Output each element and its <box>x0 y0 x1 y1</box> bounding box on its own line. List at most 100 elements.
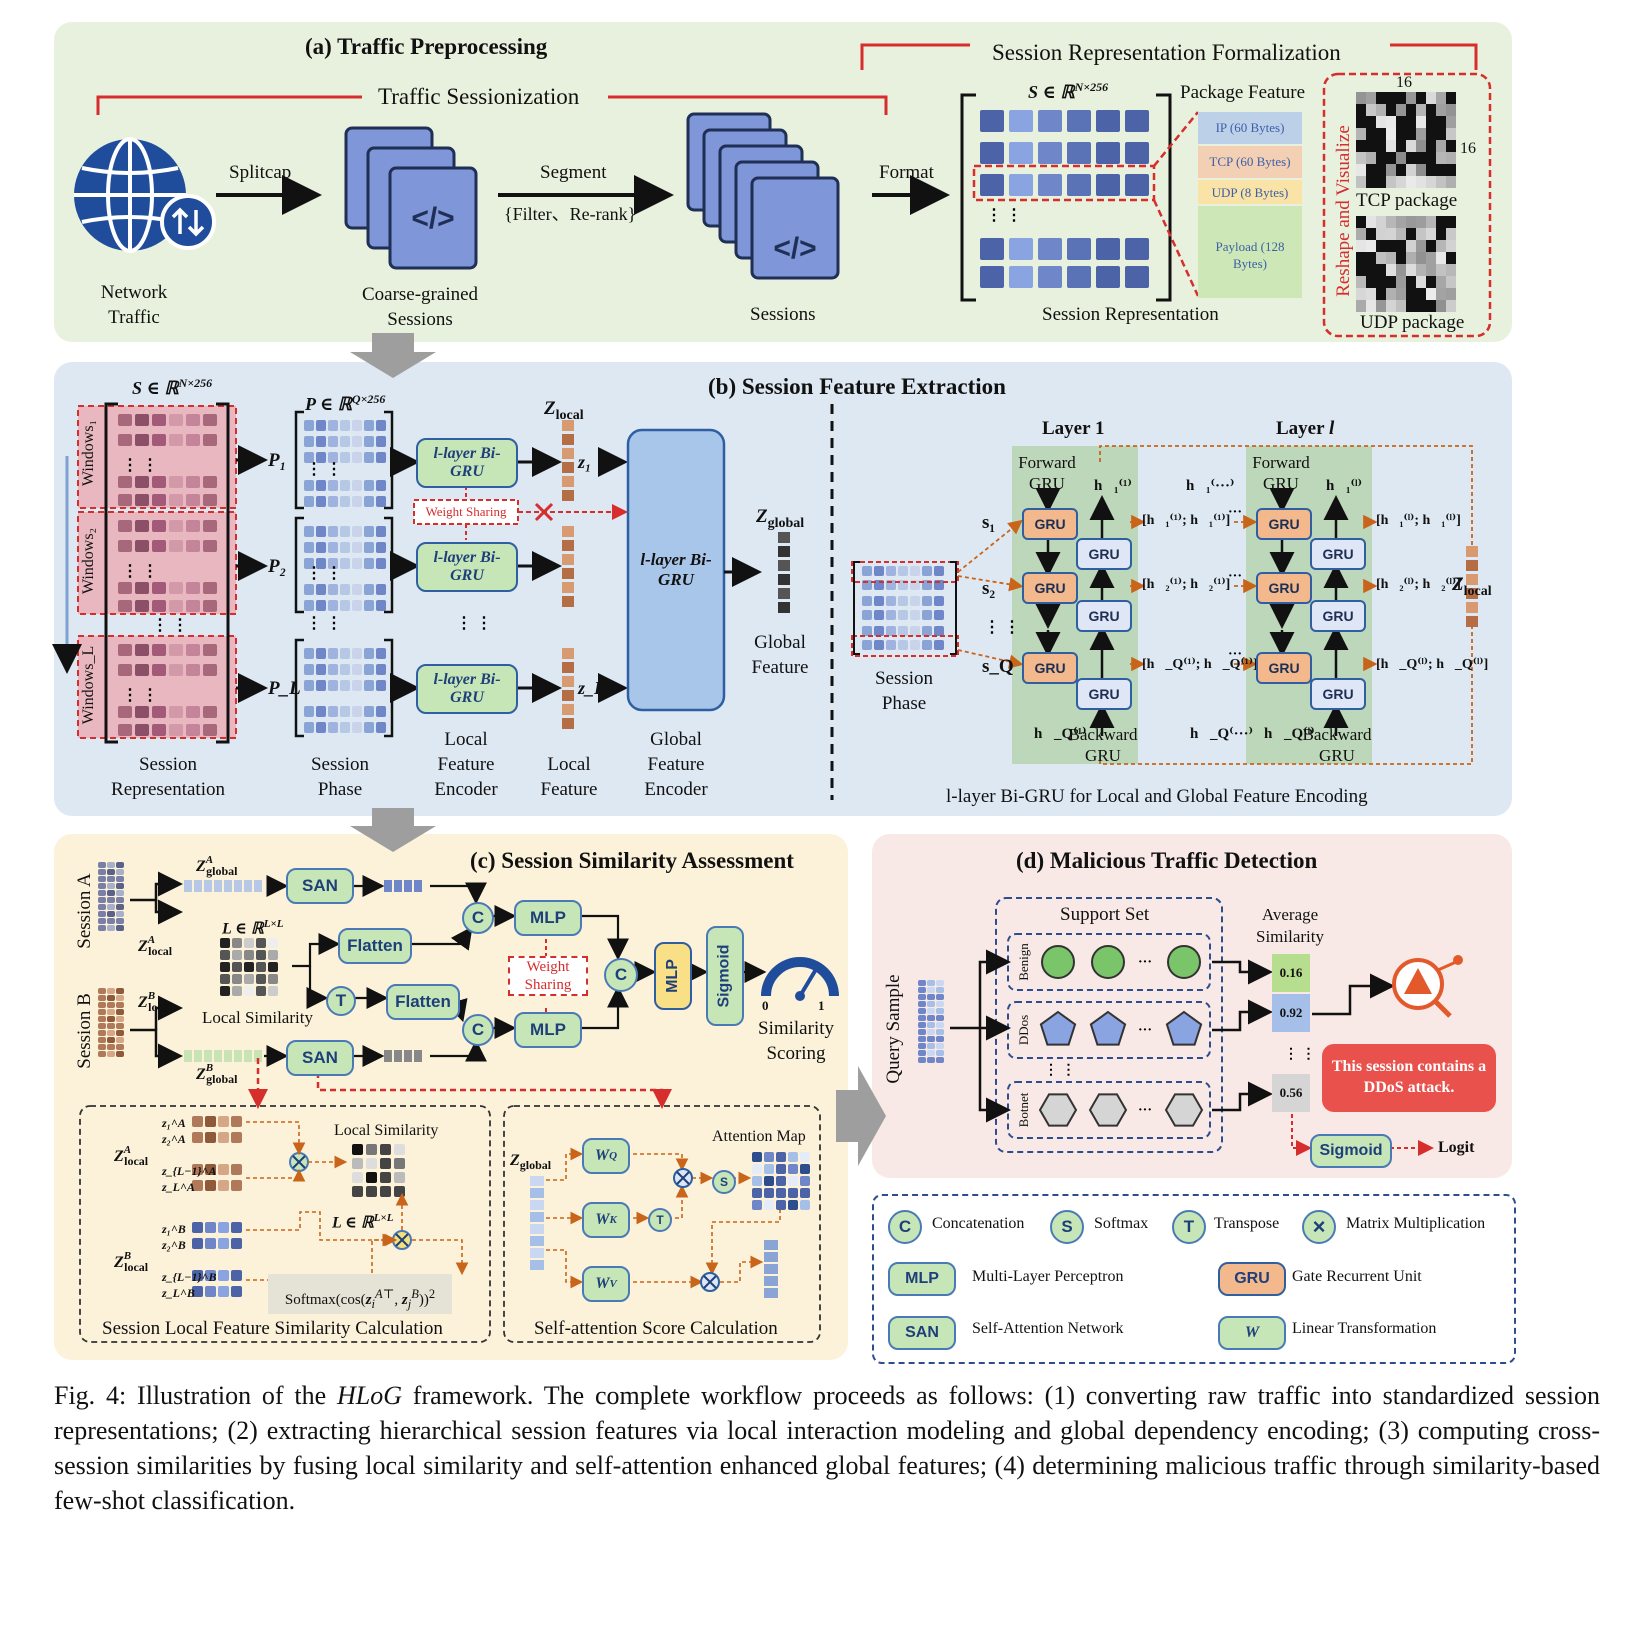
flow-line <box>154 995 183 1030</box>
attention-cell <box>788 1164 798 1174</box>
ddos-sample <box>1165 1010 1203 1046</box>
logit-label: Logit <box>1438 1139 1475 1156</box>
input-arrow <box>957 575 1024 592</box>
splitcap-label: Splitcap <box>229 162 292 183</box>
attention-cell <box>764 1164 774 1174</box>
ellipsis-dots: ⋮ ⋮ <box>122 563 158 580</box>
legend-matmul-label: Matrix Multiplication <box>1346 1215 1486 1232</box>
phase-cell <box>340 420 350 431</box>
panel-d-title: (d) Malicious Traffic Detection <box>1016 848 1318 873</box>
tcp-image-pixel <box>1446 116 1456 128</box>
window-cell <box>169 664 183 676</box>
attention-cell <box>776 1152 786 1162</box>
udp-image-pixel <box>1386 216 1396 228</box>
window-cell <box>152 724 166 736</box>
session-a-cell <box>98 918 106 924</box>
window-cell <box>135 520 149 532</box>
l-matrix-label: L ∈ ℝL×L <box>222 918 284 938</box>
local-feature-bottom: Local Feature <box>540 754 598 800</box>
tcp-image-pixel <box>1356 128 1366 140</box>
flatten-a-box: Flatten <box>338 928 412 964</box>
format-label: Format <box>879 162 934 183</box>
session-a-cell <box>116 876 124 882</box>
traffic-sessionization-label: Traffic Sessionization <box>378 84 580 109</box>
benign-label: Benign <box>1016 943 1031 981</box>
weight-sharing-label: Weight Sharing <box>425 504 507 519</box>
tcp-image-pixel <box>1356 92 1366 104</box>
session-b-cell <box>107 995 115 1001</box>
session-a-cell <box>98 897 106 903</box>
window-cell <box>152 644 166 656</box>
udp-bytes-label: UDP (8 Bytes) <box>1211 185 1289 200</box>
window-cell <box>152 600 166 612</box>
sub-z-global: Zglobal <box>510 1152 552 1173</box>
sub-sim-cell <box>394 1158 405 1169</box>
local-feature-cell <box>562 582 574 593</box>
tcp-image-pixel <box>1426 176 1436 188</box>
za-row-2: z₂^A <box>162 1132 186 1146</box>
query-cell <box>927 1029 935 1035</box>
session-b-cell <box>98 1009 106 1015</box>
za-cell <box>231 1116 242 1127</box>
gauge-needle <box>798 964 820 998</box>
phase-cell <box>340 600 350 611</box>
udp-image-pixel <box>1446 300 1456 312</box>
phase-cell <box>316 420 326 431</box>
session-b-cell <box>116 995 124 1001</box>
local-sim-cell <box>244 974 254 984</box>
zb-cell <box>231 1270 242 1281</box>
phase-cell-right <box>862 566 872 576</box>
pl-label: P_L <box>268 678 301 699</box>
tcp-image-pixel <box>1416 116 1426 128</box>
phase-cell <box>352 436 362 447</box>
window-cell <box>169 644 183 656</box>
window-cell <box>186 600 200 612</box>
zb-cell <box>231 1222 242 1233</box>
window-cell <box>152 706 166 718</box>
phase-cell <box>352 542 362 553</box>
sigmoid-box: Sigmoid <box>706 926 744 1026</box>
phase-cell-right <box>874 566 884 576</box>
phase-cell <box>376 526 386 537</box>
payload-bytes-label: Payload (128 Bytes) <box>1215 239 1285 271</box>
phase-cell <box>376 436 386 447</box>
query-cell <box>927 1036 935 1042</box>
window-cell <box>186 434 200 446</box>
phase-cell-right <box>874 596 884 606</box>
gauge-min-label: 0 <box>762 998 769 1013</box>
query-cell <box>918 1043 926 1049</box>
window-cell <box>135 434 149 446</box>
legend-concat-symbol: C <box>888 1210 922 1244</box>
sigmoid-d-box: Sigmoid <box>1310 1134 1392 1168</box>
ddos-label: DDos <box>1016 1014 1031 1046</box>
tcp-image-pixel <box>1376 104 1386 116</box>
window-cell <box>169 582 183 594</box>
sub-right-border <box>503 1105 821 1343</box>
matrix-cell <box>1009 266 1033 288</box>
udp-image-pixel <box>1366 240 1376 252</box>
window-cell <box>135 414 149 426</box>
forward-gru-cell: GRU <box>1256 572 1312 604</box>
gauge-hub <box>795 991 805 1001</box>
udp-image-pixel <box>1396 228 1406 240</box>
window-cell <box>152 434 166 446</box>
window-cell <box>203 724 217 736</box>
ellipsis: ··· <box>1138 1023 1152 1038</box>
score-flow <box>1312 973 1395 1016</box>
svg-text:</>: </> <box>411 202 454 235</box>
session-b-label: Session B <box>74 993 95 1069</box>
local-sim-cell <box>232 938 242 948</box>
sub-sim-cell <box>352 1172 363 1183</box>
tcp-image-pixel <box>1366 104 1376 116</box>
phase-cell <box>316 680 326 691</box>
attn-out-cell <box>764 1288 778 1298</box>
matrix-cell <box>980 142 1004 164</box>
udp-image-pixel <box>1356 228 1366 240</box>
tcp-image-pixel <box>1446 176 1456 188</box>
phase-cell-right <box>922 626 932 636</box>
phase-cell <box>352 452 362 463</box>
concat-l-row2: [h⃗₂⁽ˡ⁾; h⃖₂⁽ˡ⁾] <box>1376 577 1461 592</box>
za-cell <box>218 1116 229 1127</box>
sigmoid-flow <box>1291 1114 1312 1156</box>
